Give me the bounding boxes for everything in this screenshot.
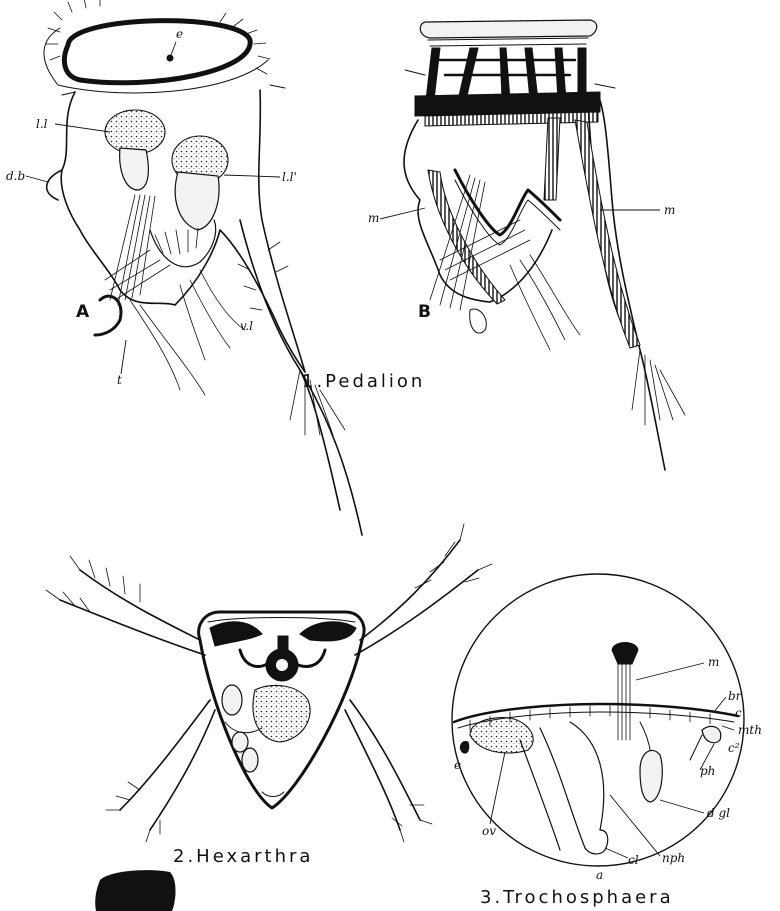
label-cl: cl [628, 853, 639, 867]
trochosphaera-figure [452, 574, 744, 866]
label-m-left: m [368, 211, 379, 225]
label-nph: nph [662, 851, 685, 865]
caption-pedalion: 1.Pedalion [302, 371, 425, 392]
label-ll: l.l [36, 117, 48, 131]
caption-hexarthra: 2.Hexarthra [173, 846, 313, 867]
pedalion-figure-b [404, 20, 685, 470]
label-ll-prime: l.l' [282, 170, 297, 184]
label-a: a [596, 868, 603, 882]
label-dgl: d gl [707, 806, 730, 820]
pedalion-figure-a [44, 0, 362, 535]
label-ov: ov [482, 824, 496, 838]
label-c1: c' [735, 706, 745, 720]
label-e: e [176, 27, 183, 41]
label-vl: v.l [240, 319, 253, 333]
panel-label-a: A [76, 302, 90, 322]
label-mth: mth [738, 723, 762, 737]
label-t: t [117, 373, 122, 387]
ink-blot [95, 870, 175, 911]
label-br: br [728, 689, 743, 703]
label-e-trocho: e [454, 758, 461, 772]
panel-label-b: B [418, 302, 431, 322]
label-db: d.b [6, 169, 25, 183]
caption-trochosphaera: 3.Trochosphaera [480, 887, 674, 908]
label-c2: c² [728, 741, 740, 755]
label-m-right: m [664, 203, 675, 217]
label-m-trocho: m [708, 655, 719, 669]
hexarthra-figure [46, 524, 492, 842]
